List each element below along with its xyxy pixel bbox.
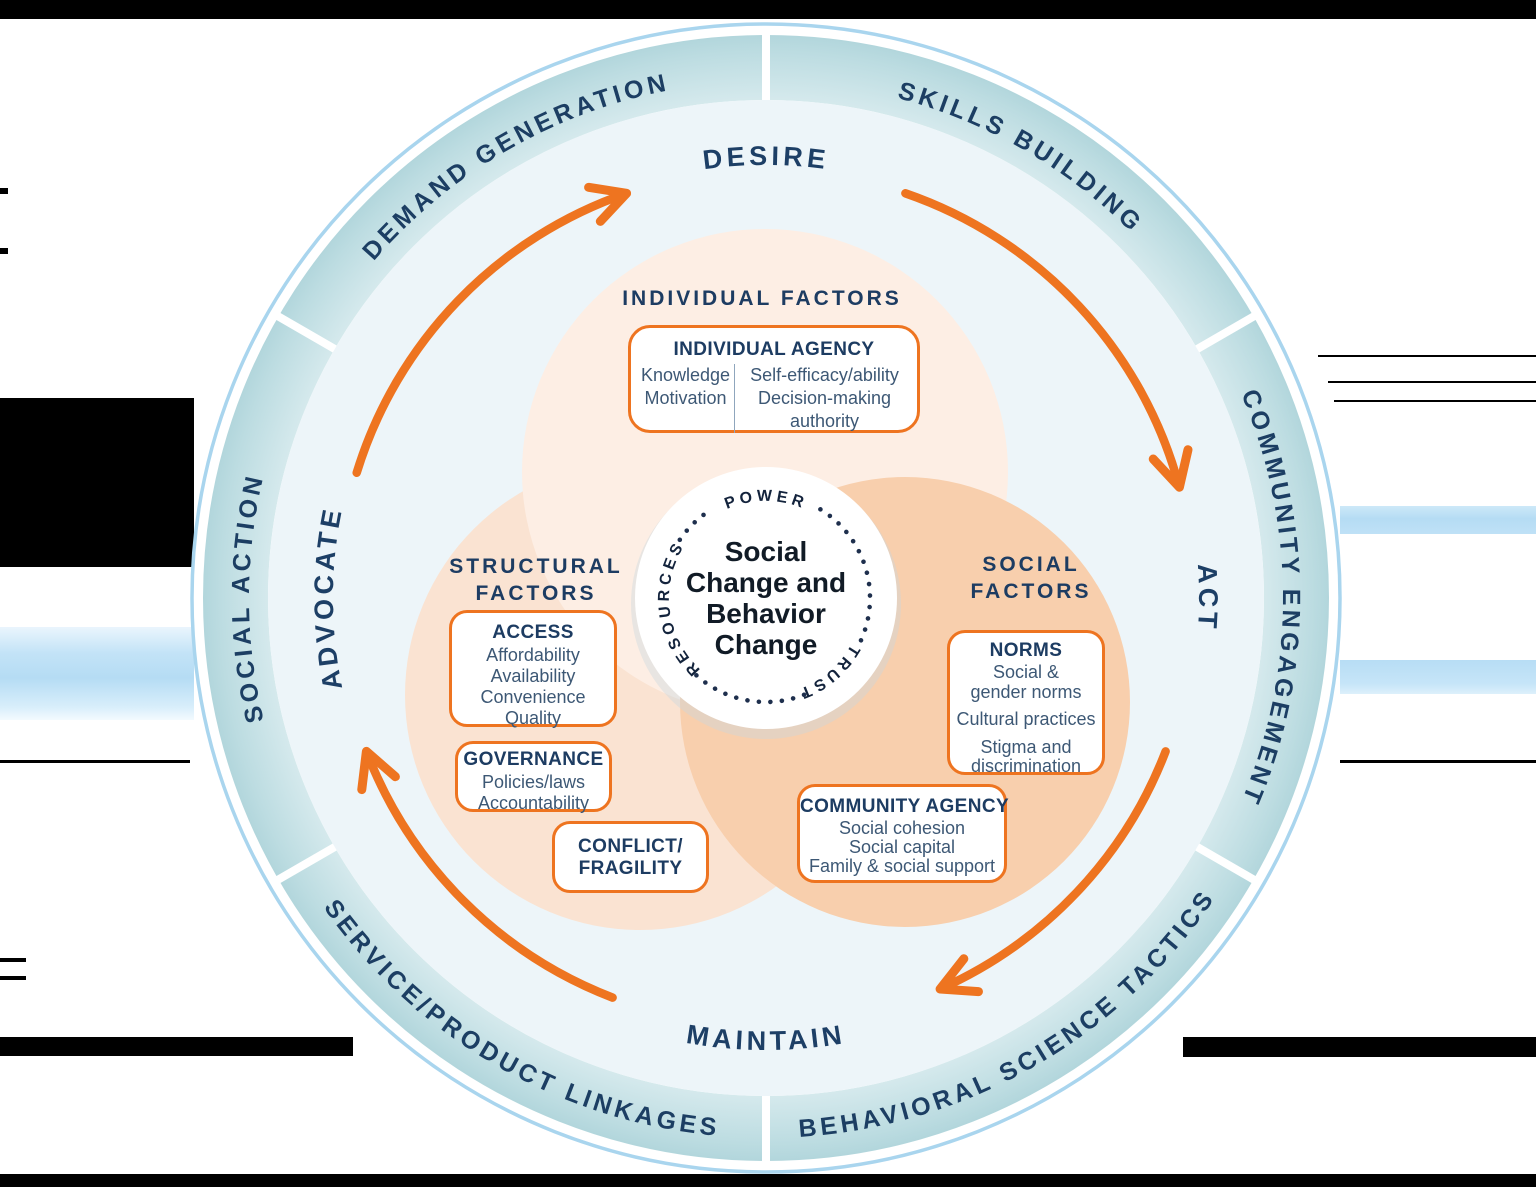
page-artifact-right-line-3 xyxy=(1334,400,1536,402)
access-item: Availability xyxy=(490,666,576,686)
conflict-fragility-title-line2: FRAGILITY xyxy=(578,858,683,879)
center-title-line: Change xyxy=(714,629,818,660)
social-factors-heading-line1: SOCIAL xyxy=(982,553,1080,576)
arrow-act-to-maintain xyxy=(935,747,1170,997)
ring-segment-dividers xyxy=(272,31,1260,1165)
structural-factors-heading: STRUCTURAL FACTORS xyxy=(386,553,686,607)
page-artifact-left-tick-1 xyxy=(0,188,8,194)
page-artifact-bottom-bar xyxy=(0,1174,1536,1187)
page-artifact-left-line xyxy=(0,760,190,763)
access-item: Affordability xyxy=(486,645,580,665)
page-artifact-right-blue-stripe-2 xyxy=(1340,660,1536,694)
page-artifact-left-tick-4 xyxy=(0,976,26,980)
page-artifact-bottom-left-bar xyxy=(0,1037,353,1056)
community-agency-title: COMMUNITY AGENCY xyxy=(800,796,1010,817)
conflict-fragility-box: CONFLICT/ FRAGILITY xyxy=(552,821,709,893)
governance-title: GOVERNANCE xyxy=(463,749,604,770)
arrow-maintain-to-advocate xyxy=(357,746,617,1002)
structural-factors-heading-line1: STRUCTURAL xyxy=(449,555,623,578)
agency-item: Motivation xyxy=(644,388,727,408)
structural-factors-heading-line2: FACTORS xyxy=(475,582,597,605)
access-title: ACCESS xyxy=(492,622,574,643)
page-artifact-left-tick-2 xyxy=(0,248,8,254)
norms-title: NORMS xyxy=(989,640,1063,661)
page-artifact-top-bar xyxy=(0,0,1536,19)
social-factors-heading: SOCIAL FACTORS xyxy=(881,551,1181,605)
page-artifact-right-blue-stripe-1 xyxy=(1340,506,1536,534)
center-title: Social Change and Behavior Change xyxy=(616,536,916,660)
agency-item: Knowledge xyxy=(640,365,731,385)
community-agency-box: COMMUNITY AGENCY Social cohesion Social … xyxy=(797,784,1010,883)
access-box: ACCESS Affordability Availability Conven… xyxy=(449,610,617,728)
center-title-line: Social xyxy=(724,536,808,567)
access-item: Convenience xyxy=(480,687,586,707)
arrow-desire-to-act xyxy=(901,189,1193,492)
norms-item: Stigma and discrimination xyxy=(970,736,1082,776)
outer-outline-circle xyxy=(190,22,1342,1174)
governance-box: GOVERNANCE Policies/laws Accountability xyxy=(455,741,612,813)
page-artifact-left-block xyxy=(0,398,194,567)
community-agency-item: Social cohesion xyxy=(838,818,966,838)
cycle-arrows xyxy=(352,182,1193,1002)
norms-item: Social & gender norms xyxy=(970,662,1082,702)
center-title-line: Change and xyxy=(685,567,847,598)
community-agency-item: Family & social support xyxy=(808,856,996,876)
cycle-label-desire: DESIRE xyxy=(701,141,831,175)
conflict-fragility-title-line1: CONFLICT/ xyxy=(578,836,683,857)
norms-box: NORMS Social & gender norms Cultural pra… xyxy=(947,630,1105,776)
cycle-label-advocate: ADVOCATE xyxy=(309,503,348,692)
community-agency-item: Social capital xyxy=(848,837,956,857)
governance-item: Accountability xyxy=(477,793,590,813)
individual-factors-heading: INDIVIDUAL FACTORS xyxy=(622,287,902,310)
agency-item: Self-efficacy/ability xyxy=(750,365,899,385)
hub-circle xyxy=(635,467,897,729)
page-artifact-left-blue-stripe xyxy=(0,627,194,720)
cycle-label-act: ACT xyxy=(1192,563,1223,633)
page-artifact-bottom-right-bar xyxy=(1183,1037,1536,1057)
center-title-line: Behavior xyxy=(706,598,826,629)
access-item: Quality xyxy=(504,708,562,728)
social-factors-heading-line2: FACTORS xyxy=(970,580,1092,603)
norms-item: Cultural practices xyxy=(956,709,1096,729)
individual-agency-right-column: Self-efficacy/ability Decision-making au… xyxy=(733,364,911,433)
individual-agency-title: INDIVIDUAL AGENCY xyxy=(673,339,875,360)
governance-item: Policies/laws xyxy=(481,772,586,792)
agency-item: Decision-making authority xyxy=(757,388,892,431)
page-artifact-right-line-1 xyxy=(1318,355,1536,357)
individual-agency-box: INDIVIDUAL AGENCY Knowledge Motivation S… xyxy=(628,325,920,433)
hub-dotted-ring xyxy=(677,503,873,705)
page-artifact-right-line-4 xyxy=(1340,760,1536,763)
arrow-advocate-to-desire xyxy=(352,182,632,478)
page-artifact-right-line-2 xyxy=(1328,381,1536,383)
individual-agency-left-column: Knowledge Motivation xyxy=(638,364,734,433)
page-artifact-left-tick-3 xyxy=(0,958,26,962)
